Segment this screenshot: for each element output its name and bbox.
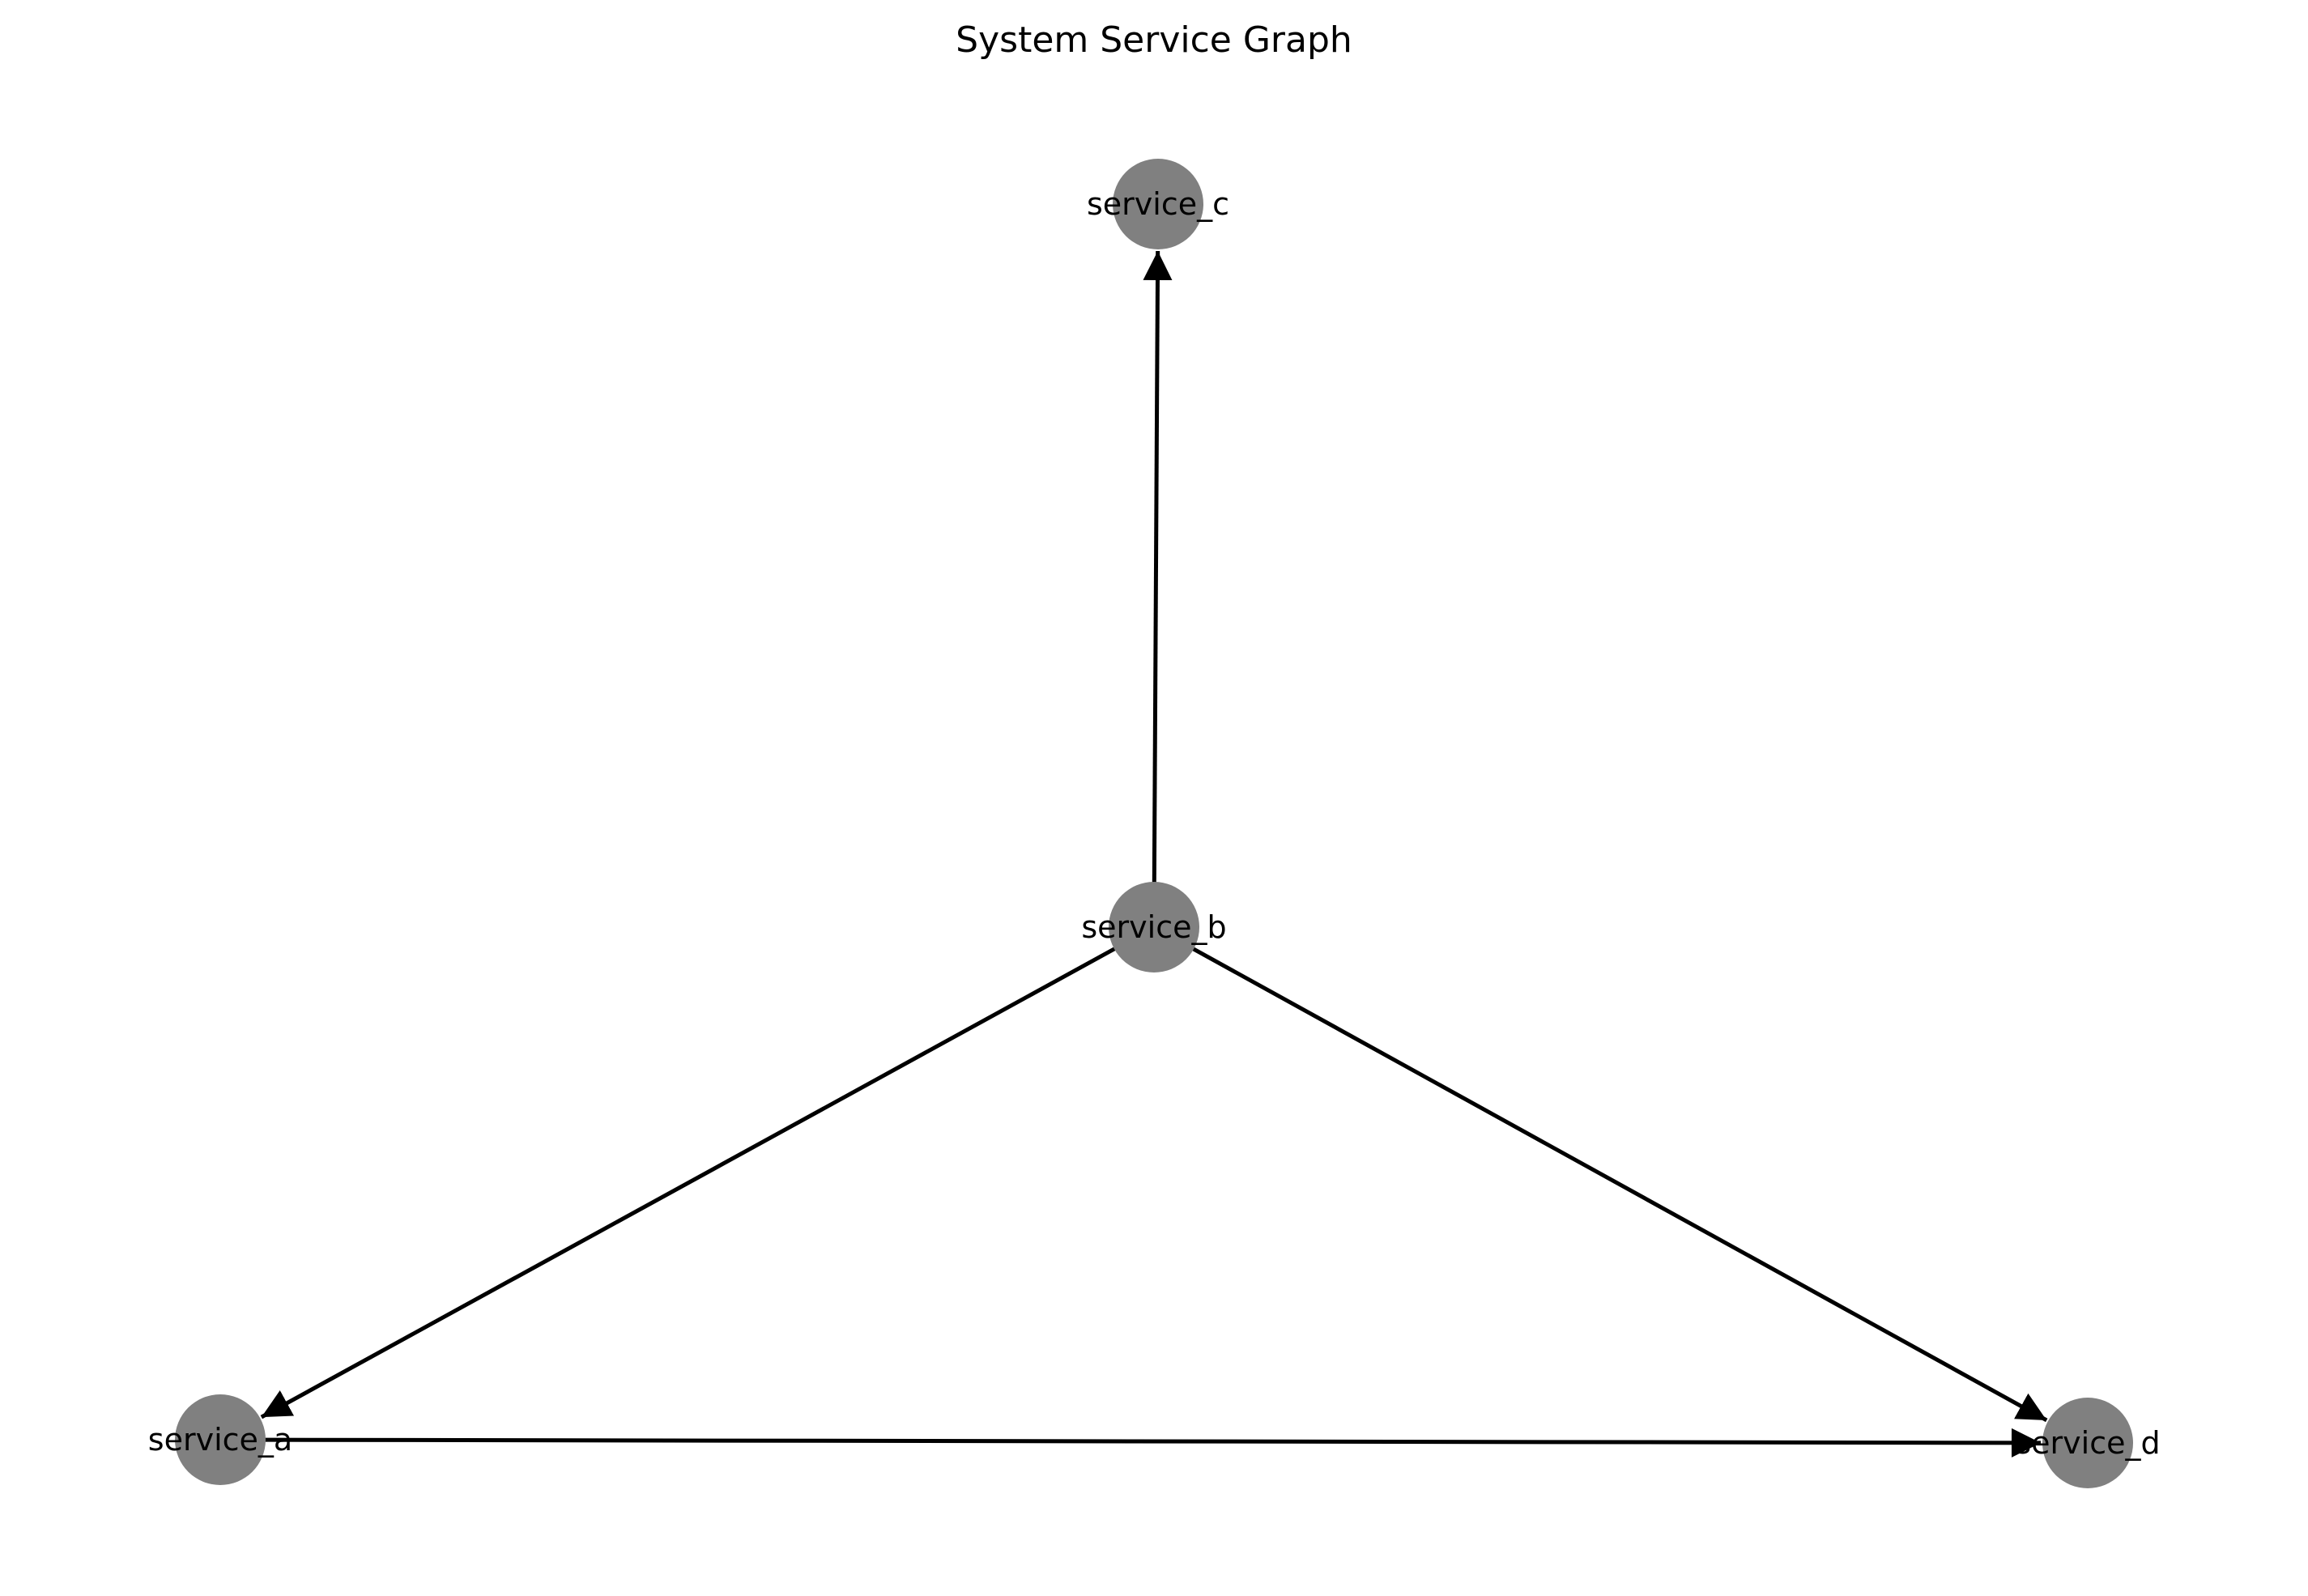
node-service_d: service_d — [2015, 1398, 2161, 1488]
node-circle-service_b — [1109, 882, 1199, 972]
node-circle-service_d — [2042, 1398, 2133, 1488]
edge-service_b-to-service_c — [1143, 250, 1173, 918]
node-circle-service_a — [175, 1394, 266, 1485]
node-service_c: service_c — [1087, 159, 1229, 249]
graph-title: System Service Graph — [956, 19, 1352, 61]
node-label-service_d: service_d — [2015, 1425, 2160, 1461]
nodes-layer: service_a service_b service_c service_d — [148, 159, 2161, 1488]
edges-layer — [229, 250, 2048, 1458]
edge-service_a-to-service_d — [229, 1428, 2042, 1458]
node-service_a: service_a — [148, 1394, 292, 1485]
node-label-service_c: service_c — [1087, 186, 1229, 222]
edge-service_b-to-service_d — [1160, 930, 2048, 1423]
edge-service_b-to-service_a — [260, 930, 1148, 1419]
node-service_b: service_b — [1081, 882, 1227, 972]
node-label-service_b: service_b — [1081, 909, 1226, 945]
node-circle-service_c — [1113, 159, 1203, 249]
node-label-service_a: service_a — [148, 1422, 292, 1458]
